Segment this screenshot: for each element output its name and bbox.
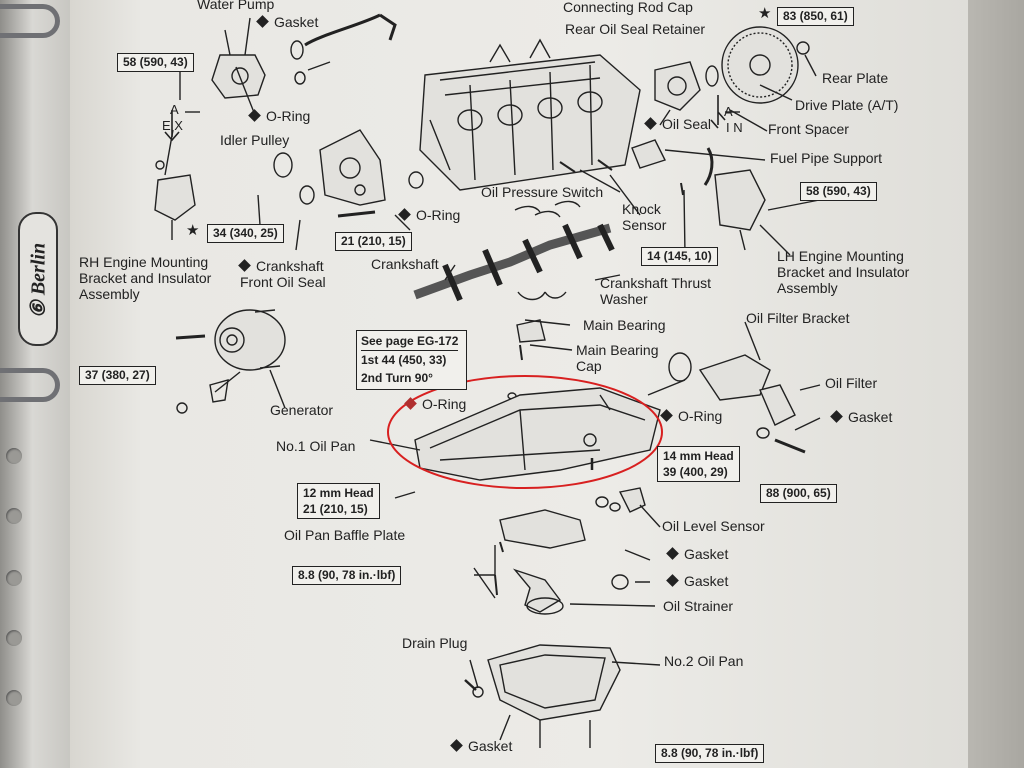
page-stack-edge bbox=[968, 0, 1024, 768]
drive-plate-drawing bbox=[721, 26, 810, 104]
label-main-bearing: Main Bearing bbox=[583, 317, 666, 333]
torque-box-21-top: 21 (210, 15) bbox=[335, 232, 412, 251]
label-oil-filter-bracket: Oil Filter Bracket bbox=[746, 310, 850, 326]
torque-value: 39 (400, 29) bbox=[663, 465, 728, 479]
torque-box-12mm-head: 12 mm Head 21 (210, 15) bbox=[297, 483, 380, 519]
label-oil-filter: Oil Filter bbox=[825, 375, 878, 391]
diamond-icon bbox=[830, 410, 843, 423]
torque-box-14mm-head: 14 mm Head 39 (400, 29) bbox=[657, 446, 740, 482]
label-gasket-filter: Gasket bbox=[830, 409, 892, 425]
label-oil-pressure-switch: Oil Pressure Switch bbox=[481, 184, 604, 200]
binder-brand-tab: ⑥ Berlin bbox=[18, 212, 58, 346]
highlight-circle bbox=[387, 375, 663, 489]
diamond-icon bbox=[660, 409, 673, 422]
no1-oil-pan-drawing bbox=[414, 387, 661, 481]
label-rear-oil-seal-retainer: Rear Oil Seal Retainer bbox=[565, 21, 706, 37]
label-rear-plate: Rear Plate bbox=[822, 70, 889, 86]
punch-hole bbox=[6, 508, 22, 524]
diamond-icon bbox=[398, 208, 411, 221]
star-icon: ★ bbox=[758, 5, 772, 22]
label-gasket-strainer: Gasket bbox=[666, 573, 728, 589]
binder-spine: ⑥ Berlin bbox=[0, 0, 72, 768]
head-size-label: 14 mm Head bbox=[663, 449, 734, 463]
torque-box-58-left: 58 (590, 43) bbox=[117, 53, 194, 72]
label-a-ex-a: A bbox=[170, 102, 179, 117]
label-no1-oil-pan: No.1 Oil Pan bbox=[276, 438, 356, 454]
torque-box-14: 14 (145, 10) bbox=[641, 247, 718, 266]
label-connecting-rod-cap: Connecting Rod Cap bbox=[563, 0, 693, 15]
label-generator: Generator bbox=[270, 402, 334, 418]
label-o-ring-1: O-Ring bbox=[248, 108, 310, 124]
torque-box-37: 37 (380, 27) bbox=[79, 366, 156, 385]
torque-box-88: 88 (900, 65) bbox=[760, 484, 837, 503]
label-lh-bracket: LH Engine Mounting Bracket and Insulator… bbox=[777, 248, 910, 296]
engine-block-drawing bbox=[419, 38, 641, 191]
label-front-spacer: Front Spacer bbox=[768, 121, 849, 137]
torque-box-83: 83 (850, 61) bbox=[777, 7, 854, 26]
oil-filter-drawing bbox=[698, 354, 806, 454]
diamond-icon bbox=[644, 117, 657, 130]
oil-pump-drawing bbox=[319, 129, 386, 206]
label-crankshaft: Crankshaft bbox=[371, 256, 439, 272]
label-oil-seal: Oil Seal bbox=[644, 116, 711, 132]
punch-hole bbox=[6, 690, 22, 706]
see-page-note: See page EG-172 bbox=[361, 332, 459, 351]
torque-box-8-8-bottom: 8.8 (90, 78 in.·lbf) bbox=[655, 744, 765, 763]
diamond-icon bbox=[248, 109, 261, 122]
label-a-in-in: I N bbox=[726, 120, 743, 135]
label-o-ring-3: O-Ring bbox=[660, 408, 722, 424]
diamond-icon bbox=[666, 574, 679, 587]
generator-drawing bbox=[175, 309, 286, 414]
label-a-in-a: A bbox=[724, 104, 733, 119]
crankshaft-drawing bbox=[413, 223, 615, 302]
label-drive-plate: Drive Plate (A/T) bbox=[795, 97, 899, 113]
label-gasket-bottom: Gasket bbox=[450, 738, 512, 754]
label-crank-seal: Crankshaft Front Oil Seal bbox=[238, 258, 326, 290]
diamond-icon bbox=[666, 547, 679, 560]
label-a-ex-ex: E X bbox=[162, 118, 183, 133]
diamond-icon bbox=[238, 259, 251, 272]
label-rh-bracket: RH Engine Mounting Bracket and Insulator… bbox=[79, 254, 212, 302]
label-idler-pulley: Idler Pulley bbox=[220, 132, 290, 148]
star-icon: ★ bbox=[186, 222, 200, 239]
label-knock-sensor: Knock Sensor bbox=[622, 201, 667, 233]
label-drain-plug: Drain Plug bbox=[402, 635, 468, 651]
punch-hole bbox=[6, 570, 22, 586]
label-thrust-washer: Crankshaft Thrust Washer bbox=[600, 275, 712, 307]
rh-bracket-drawing bbox=[154, 160, 196, 240]
label-oil-level-sensor: Oil Level Sensor bbox=[662, 518, 765, 534]
torque-box-34: 34 (340, 25) bbox=[207, 224, 284, 243]
label-oil-strainer: Oil Strainer bbox=[663, 598, 734, 614]
label-no2-oil-pan: No.2 Oil Pan bbox=[664, 653, 744, 669]
diamond-icon bbox=[404, 397, 417, 410]
label-gasket-sensor: Gasket bbox=[666, 546, 728, 562]
torque-second-step: 2nd Turn 90° bbox=[361, 371, 433, 385]
punch-hole bbox=[6, 448, 22, 464]
diamond-icon bbox=[256, 15, 269, 28]
head-size-label: 12 mm Head bbox=[303, 486, 374, 500]
label-fuel-pipe-support: Fuel Pipe Support bbox=[770, 150, 883, 166]
torque-box-8-8-mid: 8.8 (90, 78 in.·lbf) bbox=[292, 566, 402, 585]
label-main-bearing-cap: Main Bearing Cap bbox=[576, 342, 659, 374]
torque-box-58-right: 58 (590, 43) bbox=[800, 182, 877, 201]
label-o-ring-2: O-Ring bbox=[398, 207, 460, 223]
label-o-ring-4: O-Ring bbox=[404, 396, 466, 412]
label-water-pump: Water Pump bbox=[197, 0, 275, 12]
water-pump-drawing bbox=[211, 17, 266, 99]
punch-hole bbox=[6, 630, 22, 646]
torque-first-step: 1st 44 (450, 33) bbox=[361, 353, 447, 367]
binder-ring bbox=[0, 4, 60, 38]
label-baffle-plate: Oil Pan Baffle Plate bbox=[284, 527, 406, 543]
label-gasket-top: Gasket bbox=[256, 14, 318, 30]
diamond-icon bbox=[450, 739, 463, 752]
torque-value: 21 (210, 15) bbox=[303, 502, 368, 516]
torque-box-eg172: See page EG-172 1st 44 (450, 33) 2nd Tur… bbox=[356, 330, 468, 390]
no2-oil-pan-drawing bbox=[464, 644, 621, 721]
binder-ring bbox=[0, 368, 60, 402]
lh-bracket-drawing bbox=[703, 147, 766, 251]
